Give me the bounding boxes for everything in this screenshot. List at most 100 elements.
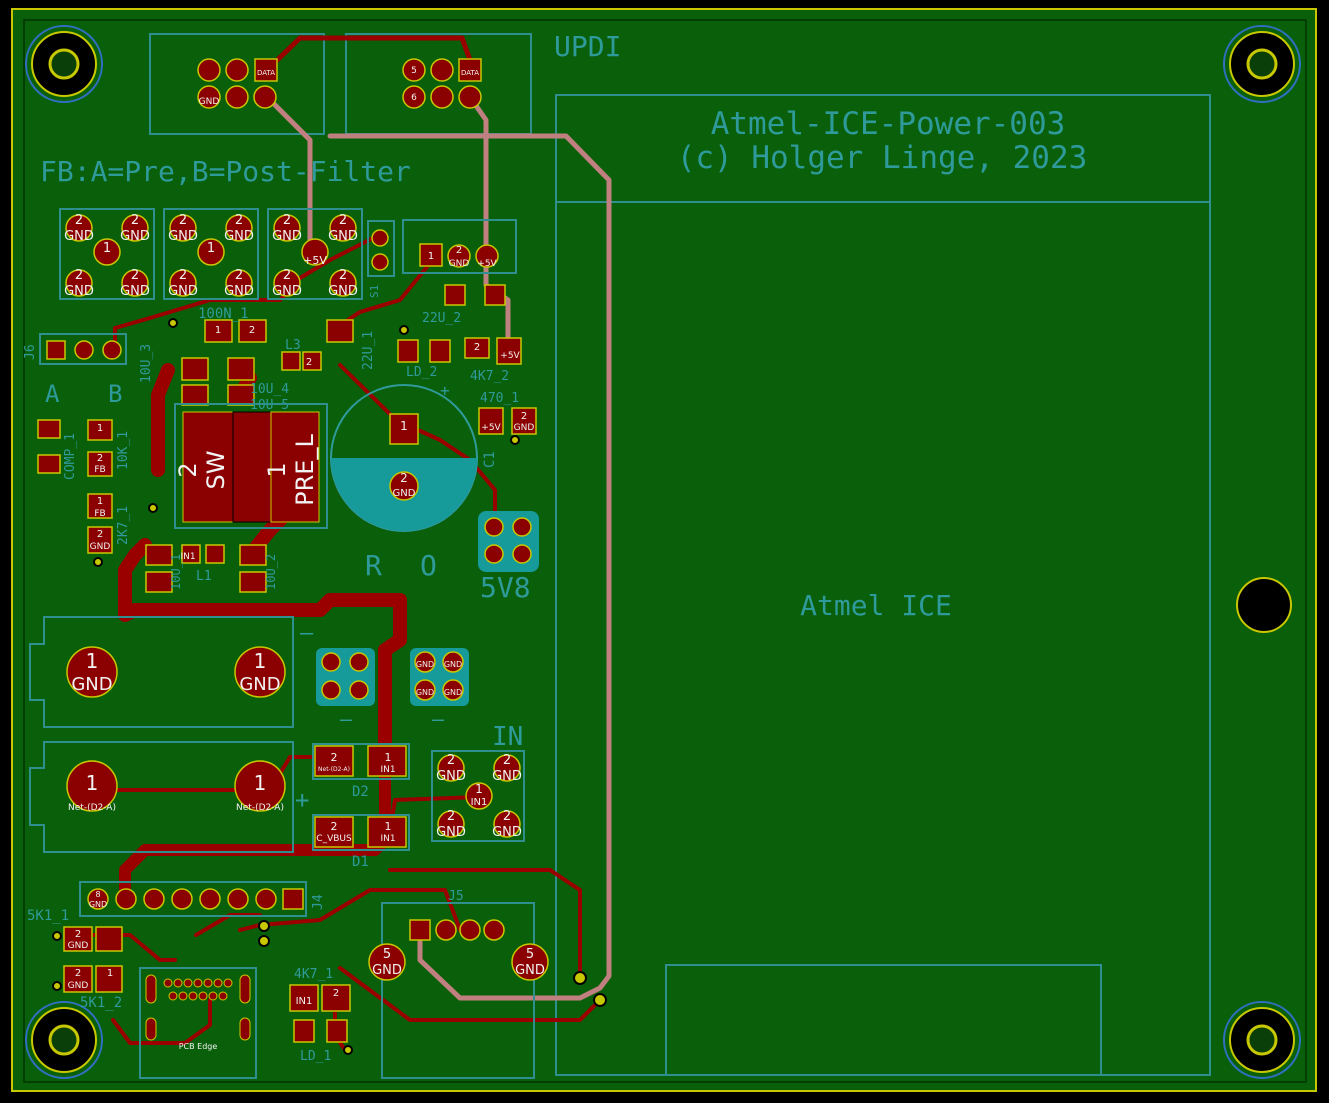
- svg-text:GND: GND: [492, 769, 522, 784]
- svg-text:GND: GND: [272, 284, 302, 299]
- svg-text:GND: GND: [168, 229, 198, 244]
- svg-text:IN1: IN1: [380, 765, 395, 775]
- svg-text:–: –: [340, 707, 353, 731]
- title-line-2: (c) Holger Linge, 2023: [677, 140, 1088, 176]
- svg-text:IN1: IN1: [471, 797, 488, 808]
- svg-text:L1: L1: [196, 569, 212, 584]
- svg-text:GND: GND: [444, 688, 462, 697]
- svg-text:GND: GND: [328, 284, 358, 299]
- resistor-4k7-1: 4K7_1 IN1 2 LD_1: [289, 967, 351, 1064]
- svg-text:4K7_2: 4K7_2: [470, 369, 509, 384]
- svg-text:10K_1: 10K_1: [116, 431, 131, 470]
- svg-text:2: 2: [283, 213, 291, 228]
- svg-text:GND: GND: [64, 229, 94, 244]
- svg-text:2: 2: [235, 268, 243, 283]
- svg-text:–: –: [300, 621, 314, 646]
- svg-text:22U_2: 22U_2: [422, 311, 461, 326]
- svg-text:COMP_1: COMP_1: [63, 433, 78, 480]
- svg-text:+5V: +5V: [477, 259, 497, 269]
- svg-text:2: 2: [75, 929, 81, 940]
- svg-text:S1: S1: [368, 285, 381, 298]
- svg-text:2: 2: [131, 213, 139, 228]
- svg-text:2: 2: [503, 753, 511, 768]
- svg-text:A: A: [45, 380, 60, 408]
- board-keepout: [23, 19, 1307, 1083]
- svg-text:IN1: IN1: [180, 552, 195, 562]
- svg-text:GND: GND: [515, 963, 545, 978]
- svg-text:1: 1: [385, 820, 392, 833]
- svg-text:2: 2: [131, 268, 139, 283]
- svg-text:GND: GND: [64, 284, 94, 299]
- svg-text:GND: GND: [436, 825, 466, 840]
- svg-text:2: 2: [75, 268, 83, 283]
- svg-text:GND: GND: [120, 284, 150, 299]
- svg-text:2: 2: [97, 529, 103, 540]
- svg-text:1: 1: [263, 462, 291, 477]
- updi-label: UPDI: [554, 30, 621, 63]
- svg-text:Net-(D2-A): Net-(D2-A): [236, 803, 284, 813]
- svg-text:GND: GND: [328, 229, 358, 244]
- svg-text:Net-(D2-A): Net-(D2-A): [318, 766, 350, 773]
- svg-text:GND: GND: [449, 259, 470, 269]
- svg-text:GND: GND: [416, 688, 434, 697]
- svg-text:2: 2: [447, 809, 455, 824]
- svg-text:1: 1: [107, 968, 113, 979]
- svg-text:2: 2: [283, 268, 291, 283]
- svg-text:2: 2: [456, 245, 462, 256]
- svg-text:GND: GND: [224, 284, 254, 299]
- svg-text:470_1: 470_1: [480, 391, 519, 406]
- jumper-block-1: –: [316, 648, 375, 731]
- svg-text:1: 1: [207, 241, 215, 256]
- svg-text:8: 8: [95, 890, 100, 899]
- svg-text:1: 1: [428, 251, 434, 262]
- svg-text:2: 2: [179, 268, 187, 283]
- switch-s1: S1: [367, 220, 395, 298]
- svg-text:5: 5: [383, 947, 391, 962]
- svg-text:22U_1: 22U_1: [361, 331, 376, 370]
- svg-text:5: 5: [411, 66, 417, 76]
- svg-text:GND: GND: [168, 284, 198, 299]
- updi-header-left: GND DATA: [197, 58, 278, 109]
- svg-text:GND: GND: [68, 941, 89, 951]
- svg-text:1: 1: [97, 496, 103, 507]
- svg-text:GND: GND: [393, 488, 416, 499]
- svg-text:GND: GND: [224, 229, 254, 244]
- svg-text:2: 2: [306, 357, 312, 368]
- svg-text:2: 2: [339, 268, 347, 283]
- svg-text:10U_2: 10U_2: [264, 554, 278, 590]
- svg-text:5: 5: [526, 947, 534, 962]
- mounting-hole-right: [1236, 577, 1292, 633]
- svg-text:+5V: +5V: [303, 254, 327, 267]
- svg-text:1: 1: [254, 771, 267, 795]
- svg-text:1: 1: [103, 241, 111, 256]
- svg-text:1: 1: [215, 325, 221, 336]
- svg-text:GND: GND: [514, 423, 535, 433]
- svg-text:+: +: [440, 381, 450, 400]
- svg-text:FB: FB: [94, 509, 105, 519]
- svg-text:J5: J5: [448, 889, 464, 904]
- fb-note: FB:A=Pre,B=Post-Filter: [40, 155, 411, 188]
- svg-text:2: 2: [474, 342, 480, 353]
- svg-text:GND: GND: [444, 660, 462, 669]
- svg-text:GND: GND: [436, 769, 466, 784]
- svg-text:GND: GND: [71, 674, 112, 695]
- svg-text:GND: GND: [272, 229, 302, 244]
- svg-text:GND: GND: [120, 229, 150, 244]
- svg-text:PRE_L: PRE_L: [291, 434, 319, 506]
- svg-text:2: 2: [521, 411, 527, 422]
- svg-text:2: 2: [75, 213, 83, 228]
- svg-text:PCB Edge: PCB Edge: [179, 1042, 218, 1051]
